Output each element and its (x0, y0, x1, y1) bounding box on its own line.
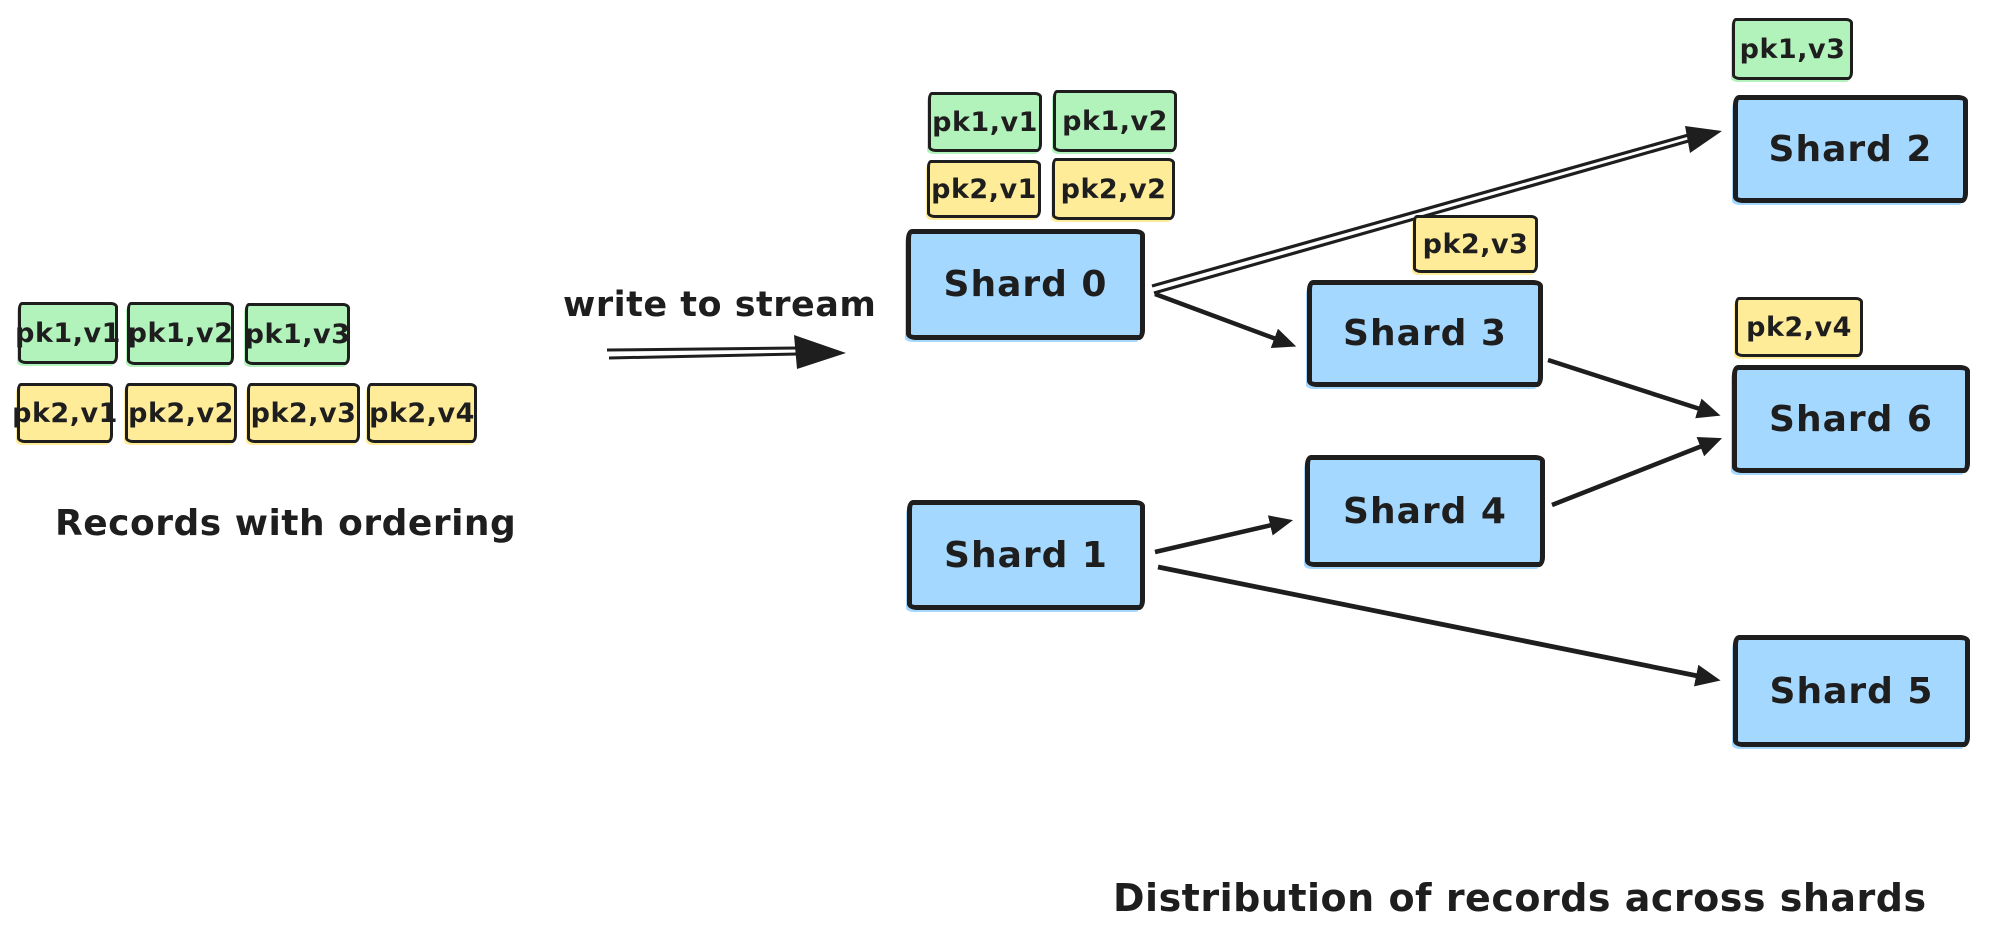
record-chip-source-pk1v3: pk1,v3 (245, 303, 350, 365)
record-chip-source-pk2v2: pk2,v2 (125, 383, 237, 443)
record-chip-shard2-pk1v3: pk1,v3 (1732, 18, 1853, 80)
shard-1-box: Shard 1 (907, 500, 1145, 610)
shard-3-box: Shard 3 (1307, 280, 1543, 387)
shard-2-box: Shard 2 (1733, 95, 1968, 203)
arrow-shard1-shard5 (1157, 564, 1721, 687)
record-chip-source-pk2v1: pk2,v1 (12, 383, 117, 443)
shard-6-box: Shard 6 (1732, 365, 1970, 473)
arrow-shard3-shard6 (1547, 357, 1721, 419)
write-to-stream-label: write to stream (563, 285, 877, 325)
record-chip-shard0-pk2v1: pk2,v1 (927, 160, 1041, 218)
arrow-shard1-shard4 (1154, 515, 1294, 555)
record-chip-source-pk1v1: pk1,v1 (15, 302, 120, 364)
shard-5-box: Shard 5 (1733, 635, 1970, 747)
shard-0-box: Shard 0 (906, 229, 1145, 340)
record-chip-shard6-pk2v4: pk2,v4 (1735, 297, 1863, 357)
arrow-shard0-shard3 (1154, 291, 1297, 349)
record-chip-source-pk2v3: pk2,v3 (247, 383, 360, 443)
record-chip-source-pk2v4: pk2,v4 (367, 383, 477, 443)
record-chip-shard3-pk2v3: pk2,v3 (1413, 215, 1538, 273)
write-to-stream-arrow (606, 335, 846, 369)
record-chip-shard0-pk1v1: pk1,v1 (928, 92, 1042, 152)
distribution-caption: Distribution of records across shards (1113, 876, 1927, 920)
record-chip-shard0-pk1v2: pk1,v2 (1053, 90, 1177, 152)
record-chip-shard0-pk2v2: pk2,v2 (1052, 158, 1175, 220)
record-chip-source-pk1v2: pk1,v2 (127, 302, 234, 365)
arrow-shard4-shard6 (1551, 437, 1723, 508)
records-with-ordering-label: Records with ordering (55, 503, 517, 544)
shard-4-box: Shard 4 (1305, 455, 1545, 567)
